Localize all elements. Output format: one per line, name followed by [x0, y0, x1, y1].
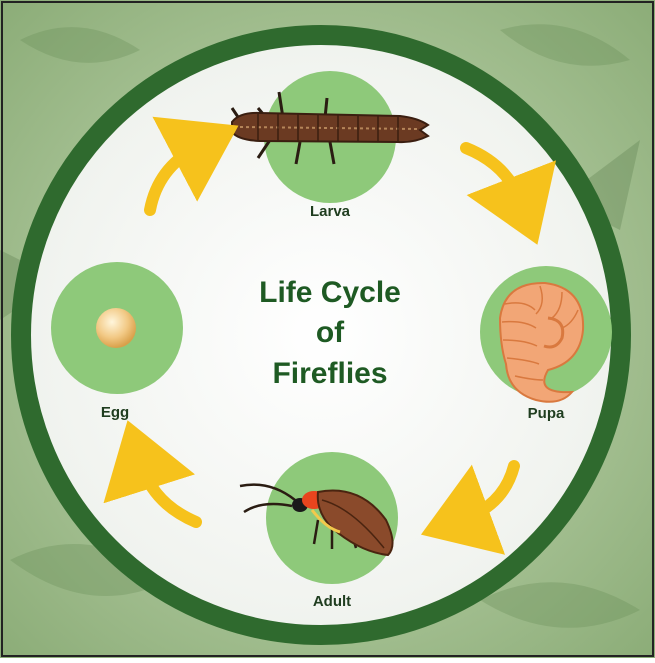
egg-label: Egg: [101, 404, 129, 421]
title-line-3: Fireflies: [272, 357, 387, 390]
pupa-label: Pupa: [528, 405, 565, 422]
larva-label: Larva: [310, 203, 351, 220]
egg-icon: [96, 308, 136, 348]
title-line-2: of: [316, 316, 345, 349]
adult-label: Adult: [313, 593, 351, 610]
title-line-1: Life Cycle: [259, 276, 401, 309]
